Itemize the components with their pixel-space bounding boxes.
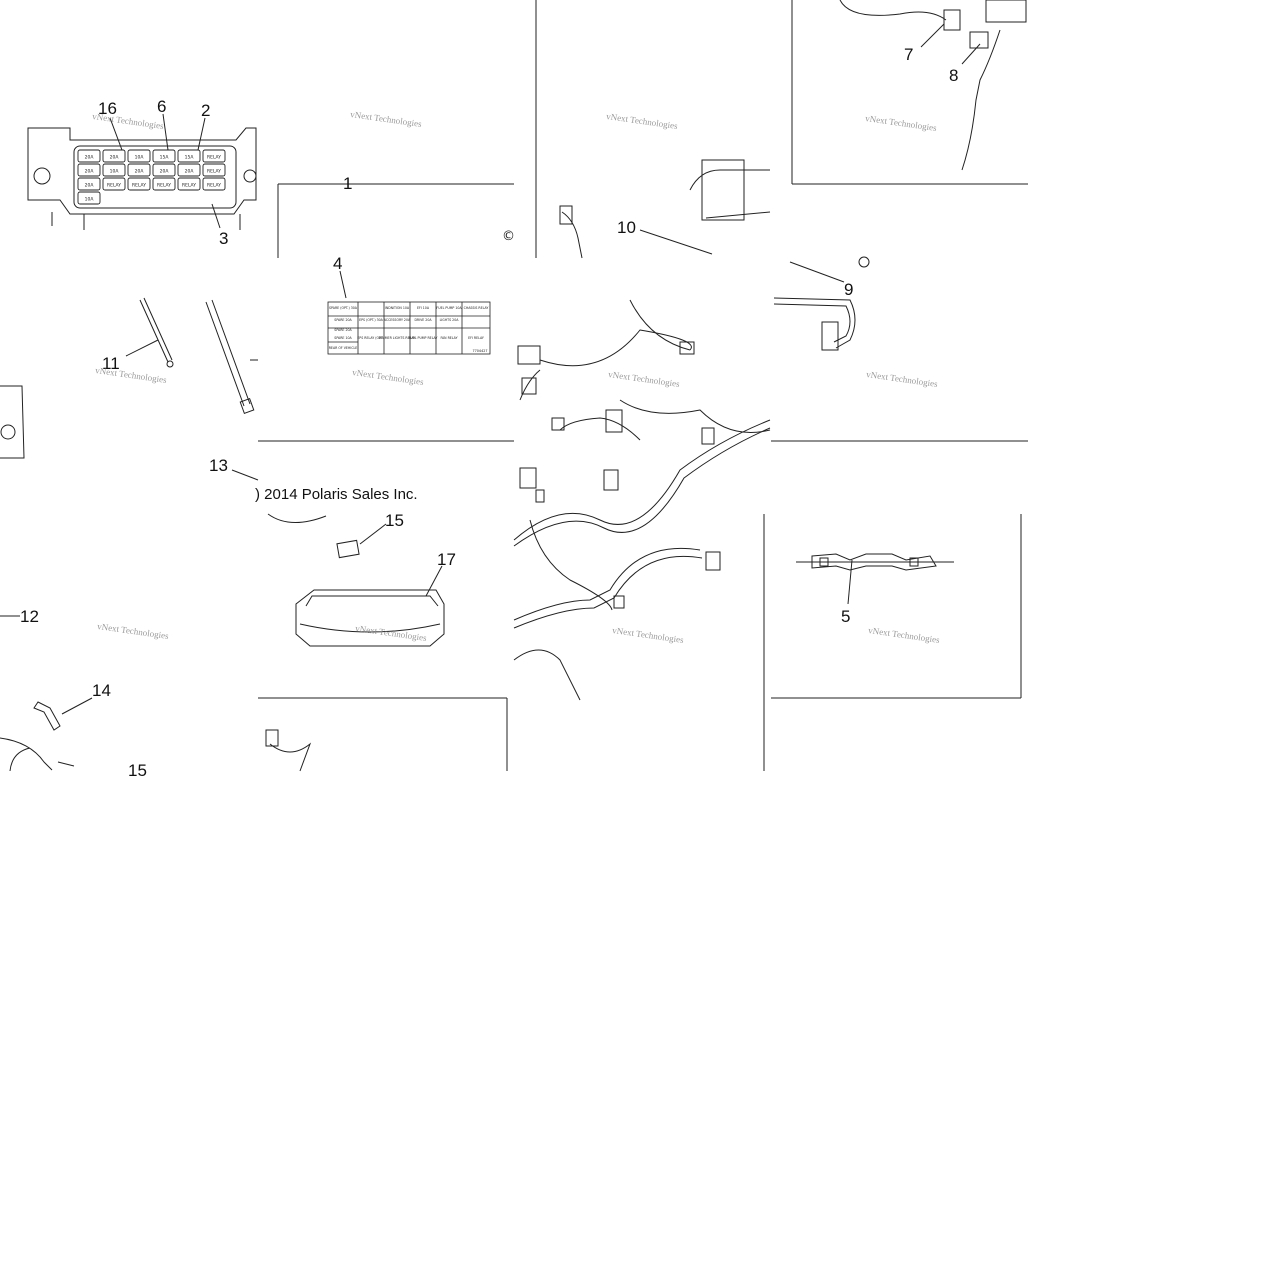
fuse-slot-label: 10A xyxy=(85,197,95,203)
decal-part-number: 7704427 xyxy=(472,349,487,353)
decal-cell-text: LIGHTS 20A xyxy=(440,318,460,322)
decal-cell-text: CHASSIS RELAY xyxy=(464,306,489,310)
callout-2: 2 xyxy=(201,101,211,120)
callout-12: 12 xyxy=(20,607,39,626)
fuse-slot xyxy=(77,163,101,177)
fuse-slot xyxy=(127,149,151,163)
copyright-text: 2014 Polaris Sales Inc. xyxy=(264,486,418,503)
callout-16: 16 xyxy=(98,99,117,118)
fuse-slot-label: 20A xyxy=(160,169,170,175)
fuse-slot-label: 10A xyxy=(110,169,120,175)
fuse-slot-label: 20A xyxy=(85,183,95,189)
decal-cell-text: EPS RELAY (OPT.) xyxy=(357,336,384,340)
fuse-slot xyxy=(77,177,101,191)
fuse-slot xyxy=(77,191,101,205)
decal-cell-text: SPARE (OPT.) 30A xyxy=(329,306,358,310)
copyright-prefix: ) xyxy=(255,486,260,503)
copyright-symbol: © xyxy=(502,229,515,244)
fuse-slot xyxy=(152,149,176,163)
fuse-slot xyxy=(152,177,176,191)
fuse-slot-label: 20A xyxy=(85,169,95,175)
screw-drawing xyxy=(33,701,61,731)
fuse-decal-table xyxy=(327,301,491,355)
callout-14: 14 xyxy=(92,681,111,700)
inline-fuse-drawing xyxy=(796,553,954,571)
fuse-slot xyxy=(152,163,176,177)
fuse-slot xyxy=(127,163,151,177)
callout-5: 5 xyxy=(841,607,851,626)
copyright-notice: ) 2014 Polaris Sales Inc. xyxy=(255,486,418,503)
cable-tie-drawing xyxy=(139,297,258,414)
fuse-slot xyxy=(77,149,101,163)
fuse-slot-label: RELAY xyxy=(107,183,121,189)
decal-cell-text: EFI 10A xyxy=(417,306,430,310)
callout-9: 9 xyxy=(844,280,854,299)
decal-cell-text: FUEL PUMP 10A xyxy=(436,306,462,310)
fuse-slot-label: RELAY xyxy=(182,183,196,189)
decal-cell-text: DRIVE 20A xyxy=(414,318,432,322)
fuse-grid: 20A 20A 10A 15A 15A RELAY 20A 10A 20A 20A 20A RELAY… xyxy=(77,149,226,205)
fuse-slot xyxy=(102,163,126,177)
harness-fragment-drawing xyxy=(265,0,1027,772)
mini-fuse-drawing xyxy=(336,539,360,559)
fuse-slot-label: RELAY xyxy=(157,183,171,189)
fuse-slot xyxy=(177,149,201,163)
fuse-slot xyxy=(177,177,201,191)
fuse-slot-label: 20A xyxy=(135,169,145,175)
callout-7: 7 xyxy=(904,45,914,64)
fuse-slot xyxy=(202,149,226,163)
fuse-slot xyxy=(202,177,226,191)
fuse-slot-label: RELAY xyxy=(207,183,221,189)
decal-cell-text: EPS (OPT.) 30A xyxy=(359,318,384,322)
clamp-drawing xyxy=(0,737,75,772)
callout-17: 17 xyxy=(437,550,456,569)
callout-13: 13 xyxy=(209,456,228,475)
callout-3: 3 xyxy=(219,229,229,248)
fuse-slot-label: 15A xyxy=(160,155,170,161)
decal-cell-text: ACCESSORY 20A xyxy=(384,318,411,322)
decal-cell-text: DIMMER LIGHTS RELAY xyxy=(379,336,416,340)
wiring-harness-drawing xyxy=(513,299,771,701)
fuse-slot-label: RELAY xyxy=(207,169,221,175)
callout-8: 8 xyxy=(949,66,959,85)
decal-cell-text: SPARE 20A xyxy=(334,318,352,322)
fuse-slot-label: RELAY xyxy=(132,183,146,189)
callout-10: 10 xyxy=(617,218,636,237)
fuse-slot xyxy=(202,163,226,177)
fuse-slot-label: 10A xyxy=(135,155,145,161)
fuse-slot xyxy=(102,149,126,163)
callout-15: 15 xyxy=(385,511,404,530)
fuse-slot-label: 20A xyxy=(85,155,95,161)
decal-cell-text: FAN RELAY xyxy=(440,336,457,340)
decal-cell-text: SPARE 10A xyxy=(334,336,352,340)
decal-cell-text: INDNITION 10A xyxy=(385,306,410,310)
fuse-slot-label: 15A xyxy=(185,155,195,161)
callout-4: 4 xyxy=(333,254,343,273)
fuse-slot xyxy=(177,163,201,177)
callout-1: 1 xyxy=(343,174,353,193)
fuse-slot-label: 20A xyxy=(185,169,195,175)
relay-box-drawing xyxy=(295,589,445,647)
fuse-slot-label: 20A xyxy=(110,155,120,161)
decal-cell-text: EFI RELAY xyxy=(468,336,484,340)
fuse-slot xyxy=(102,177,126,191)
fuse-slot-label: RELAY xyxy=(207,155,221,161)
decal-cell-text: FUEL PUMP RELAY xyxy=(409,336,438,340)
decal-cell-text: REAR OF VEHICLE xyxy=(329,346,358,350)
decal-text: SPARE (OPT.) 30A INDNITION 10A EFI 10A FUEL… xyxy=(329,306,489,353)
callout-6: 6 xyxy=(157,97,167,116)
fuse-box-drawing xyxy=(27,127,257,230)
decal-cell-text: SPARE 20A xyxy=(334,328,352,332)
callout-11: 11 xyxy=(102,354,120,373)
fuse-slot xyxy=(127,177,151,191)
clip-fragment-drawing xyxy=(0,385,25,459)
callout-15-partial: 15 xyxy=(128,761,147,780)
